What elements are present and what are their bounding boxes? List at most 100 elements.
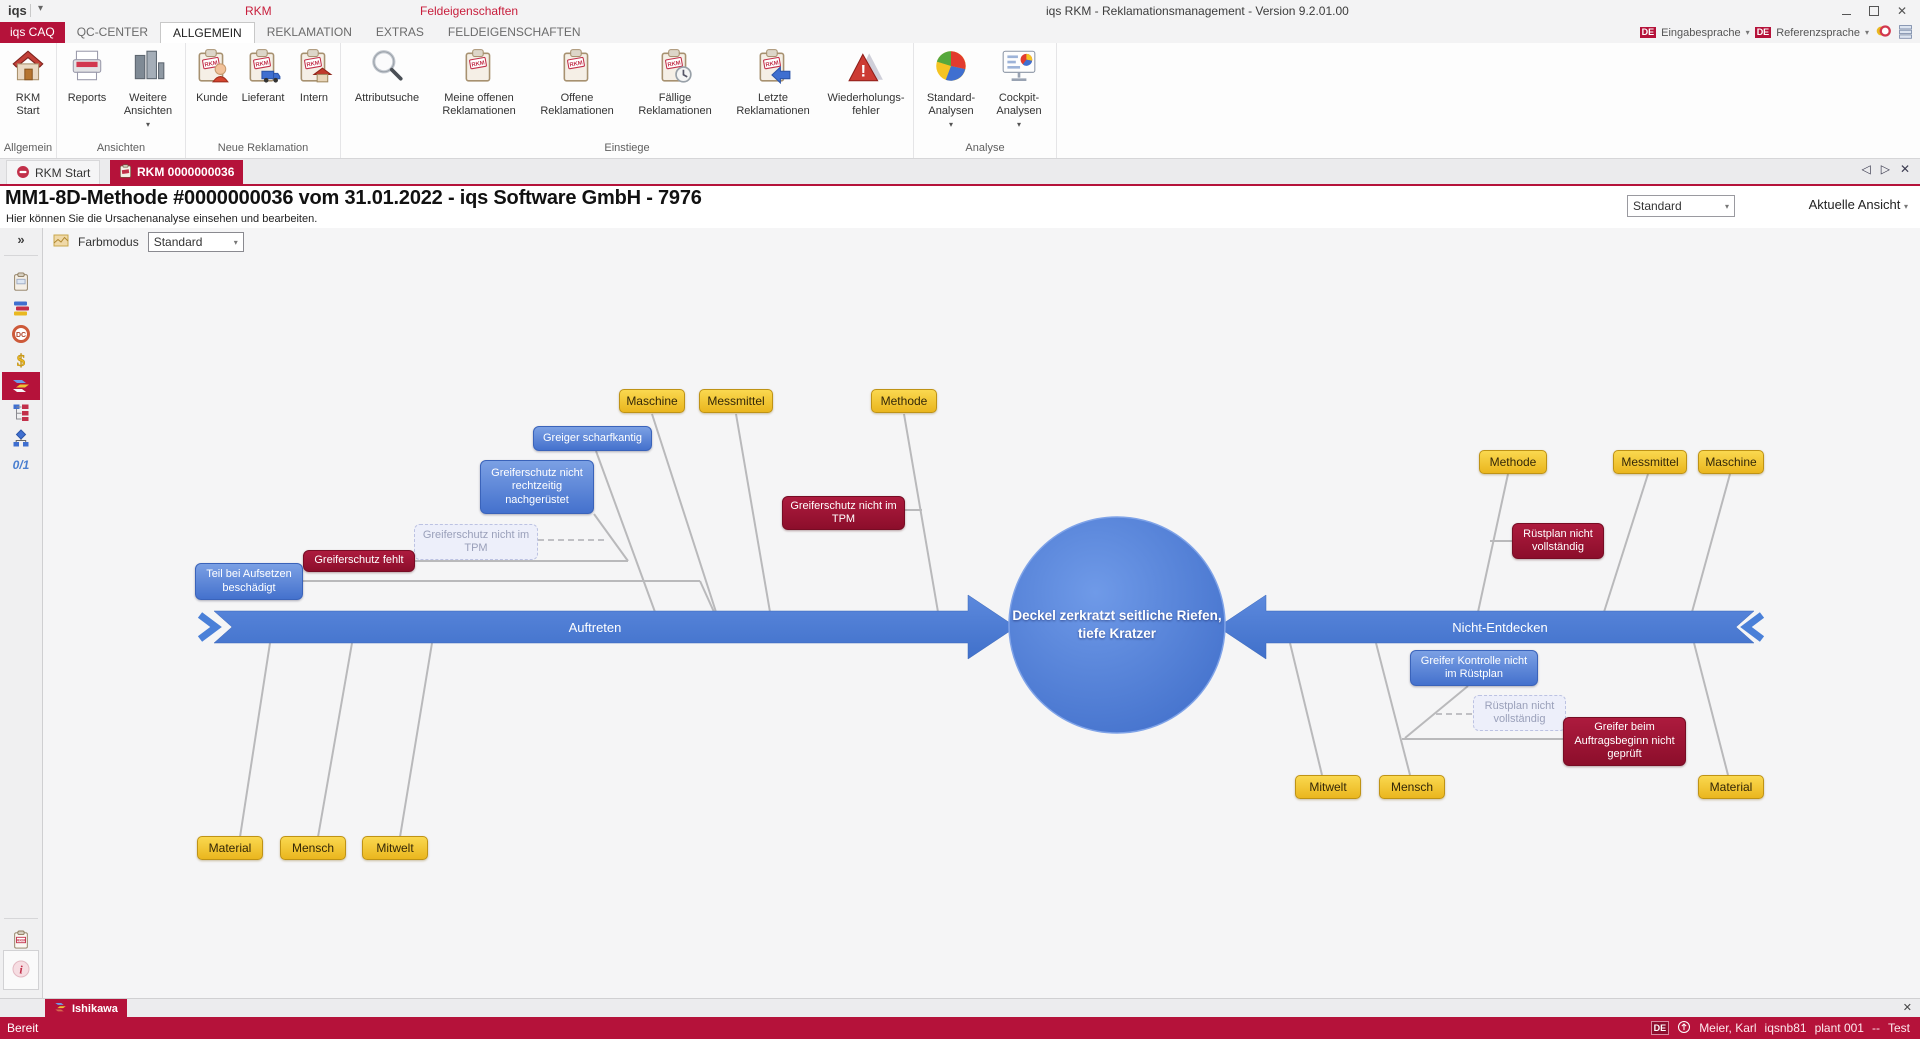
category-label[interactable]: Mitwelt bbox=[1295, 775, 1361, 799]
input-language-selector[interactable]: Eingabesprache bbox=[1661, 26, 1741, 39]
tab-scroll-left-icon[interactable]: ◁ bbox=[1861, 162, 1871, 176]
intern-button[interactable]: Intern bbox=[291, 44, 337, 105]
faellige-reklamationen-button[interactable]: Fällige Reklamationen bbox=[626, 44, 724, 119]
cause-box-confirmed[interactable]: Greiferschutz fehlt bbox=[303, 550, 415, 572]
views-stack-icon[interactable] bbox=[9, 296, 33, 320]
attributsuche-button[interactable]: Attributsuche bbox=[344, 44, 430, 105]
lieferant-button[interactable]: Lieferant bbox=[235, 44, 291, 105]
category-label[interactable]: Mensch bbox=[280, 836, 346, 860]
ishikawa-icon[interactable] bbox=[9, 374, 33, 398]
input-language-badge: DE bbox=[1639, 27, 1657, 38]
wiederholungsfehler-button[interactable]: ! Wiederholungs-fehler bbox=[822, 44, 910, 119]
ribbon-group-neue-reklamation: Kunde Lieferant Intern Neue Reklamation bbox=[186, 43, 341, 158]
document-tab-strip: RKM Start RKM 0000000036 ◁ ▷ ✕ bbox=[0, 158, 1920, 187]
left-sidebar: » DC $ 0/1 RKM i bbox=[0, 228, 43, 998]
sidebar-expander[interactable]: » bbox=[17, 232, 25, 247]
status-ready: Bereit bbox=[7, 1021, 39, 1035]
tab-reklamation[interactable]: REKLAMATION bbox=[266, 25, 352, 39]
cause-box-discarded[interactable]: Rüstplan nicht vollständig bbox=[1473, 695, 1566, 731]
category-label[interactable]: Mitwelt bbox=[362, 836, 428, 860]
rkm-start-button[interactable]: RKM Start bbox=[3, 44, 53, 119]
view-dropdown[interactable]: Standard ▾ bbox=[1627, 195, 1735, 217]
tab-scroll-right-icon[interactable]: ▷ bbox=[1880, 162, 1890, 176]
dc-badge-icon[interactable]: DC bbox=[9, 322, 33, 346]
server-list-icon[interactable] bbox=[1897, 23, 1914, 43]
cockpit-analysen-button[interactable]: Cockpit-Analysen ▾ bbox=[985, 44, 1053, 129]
aktuelle-ansicht-menu[interactable]: Aktuelle Ansicht ▾ bbox=[1808, 197, 1908, 212]
chevron-down-icon: ▾ bbox=[145, 119, 150, 129]
color-mode-dropdown[interactable]: Standard ▾ bbox=[147, 232, 244, 252]
reports-button[interactable]: Reports bbox=[60, 44, 114, 105]
tab-close-icon[interactable]: ✕ bbox=[1899, 162, 1910, 176]
ribbon-group-einstiege: Attributsuche Meine offenen Reklamatione… bbox=[341, 43, 914, 158]
quick-access-chevron-icon[interactable]: ▾ bbox=[38, 3, 44, 14]
maximize-button[interactable] bbox=[1860, 0, 1888, 22]
tab-allgemein[interactable]: ALLGEMEIN bbox=[160, 22, 255, 43]
cause-box[interactable]: Greifer Kontrolle nicht im Rüstplan bbox=[1410, 650, 1538, 686]
meine-offenen-reklamationen-button[interactable]: Meine offenen Reklamationen bbox=[430, 44, 528, 119]
ribbon-tab-row: iqs CAQ QC-CENTER ALLGEMEIN REKLAMATION … bbox=[0, 22, 1920, 43]
category-label[interactable]: Methode bbox=[871, 389, 937, 413]
offene-reklamationen-button[interactable]: Offene Reklamationen bbox=[528, 44, 626, 119]
category-label[interactable]: Material bbox=[197, 836, 263, 860]
problem-node[interactable] bbox=[1008, 516, 1226, 734]
reference-language-selector[interactable]: Referenzsprache bbox=[1776, 26, 1860, 39]
window-titlebar: iqs ▾ RKM Feldeigenschaften iqs RKM - Re… bbox=[0, 0, 1920, 23]
ribbon: RKM Start Allgemein Reports Weitere Ansi bbox=[0, 43, 1920, 159]
weitere-ansichten-button[interactable]: Weitere Ansichten ▾ bbox=[114, 44, 182, 129]
category-label[interactable]: Messmittel bbox=[699, 389, 773, 413]
warning-icon: ! bbox=[847, 47, 885, 89]
context-group-feldeigenschaften: Feldeigenschaften bbox=[420, 4, 519, 18]
chevron-down-icon[interactable]: ▾ bbox=[1864, 28, 1869, 37]
chevron-down-icon: ▾ bbox=[1724, 201, 1729, 211]
kunde-button[interactable]: Kunde bbox=[189, 44, 235, 105]
panel-close-icon[interactable]: ✕ bbox=[1902, 1002, 1912, 1014]
binary-icon[interactable]: 0/1 bbox=[9, 452, 33, 476]
cause-box-confirmed[interactable]: Rüstplan nicht vollständig bbox=[1512, 523, 1604, 559]
chevron-down-icon[interactable]: ▾ bbox=[1745, 28, 1750, 37]
ribbon-group-ansichten: Reports Weitere Ansichten ▾ Ansichten bbox=[57, 43, 186, 158]
tab-feldeigenschaften[interactable]: FELDEIGENSCHAFTEN bbox=[447, 25, 581, 39]
minimize-button[interactable] bbox=[1832, 0, 1860, 22]
category-label[interactable]: Methode bbox=[1479, 450, 1547, 474]
doc-tab-rkm-0000000036[interactable]: RKM 0000000036 bbox=[110, 160, 244, 184]
reference-language-badge: DE bbox=[1754, 27, 1772, 38]
ribbon-group-allgemein: RKM Start Allgemein bbox=[0, 43, 57, 158]
clipboard-icon bbox=[460, 47, 498, 89]
category-label[interactable]: Messmittel bbox=[1613, 450, 1687, 474]
svg-text:!: ! bbox=[861, 62, 867, 81]
svg-text:0/1: 0/1 bbox=[13, 458, 30, 472]
cause-box[interactable]: Teil bei Aufsetzen beschädigt bbox=[195, 563, 303, 600]
tab-ishikawa[interactable]: Ishikawa bbox=[45, 999, 127, 1018]
page-title: MM1-8D-Methode #0000000036 vom 31.01.202… bbox=[5, 187, 702, 209]
divider bbox=[4, 918, 38, 919]
standard-analysen-button[interactable]: Standard-Analysen ▾ bbox=[917, 44, 985, 129]
cause-box-confirmed[interactable]: Greiferschutz nicht im TPM bbox=[782, 496, 905, 530]
cause-box-discarded[interactable]: Greiferschutz nicht im TPM bbox=[414, 524, 538, 560]
clipboard-icon[interactable] bbox=[9, 270, 33, 294]
close-button[interactable]: ✕ bbox=[1896, 4, 1908, 18]
flowchart-icon[interactable] bbox=[9, 426, 33, 450]
cause-box[interactable]: Greiferschutz nicht rechtzeitig nachgerü… bbox=[480, 460, 594, 514]
app-logo[interactable]: iqs bbox=[8, 3, 27, 18]
costs-dollar-icon[interactable]: $ bbox=[9, 348, 33, 372]
category-label[interactable]: Maschine bbox=[1698, 450, 1764, 474]
tab-extras[interactable]: EXTRAS bbox=[375, 25, 424, 39]
tab-qc-center[interactable]: QC-CENTER bbox=[76, 25, 149, 39]
accent-underline bbox=[0, 184, 1920, 187]
rkm-mini-icon[interactable]: RKM bbox=[9, 928, 33, 952]
doc-tab-rkm-start[interactable]: RKM Start bbox=[6, 160, 101, 185]
info-icon[interactable]: i bbox=[9, 957, 33, 981]
context-group-rkm: RKM bbox=[245, 4, 272, 18]
category-label[interactable]: Mensch bbox=[1379, 775, 1445, 799]
category-label[interactable]: Material bbox=[1698, 775, 1764, 799]
status-environment: Test bbox=[1887, 1021, 1910, 1035]
category-label[interactable]: Maschine bbox=[619, 389, 685, 413]
cause-box[interactable]: Greiger scharfkantig bbox=[533, 426, 652, 451]
letzte-reklamationen-button[interactable]: Letzte Reklamationen bbox=[724, 44, 822, 119]
color-circles-icon[interactable] bbox=[1874, 22, 1892, 43]
structure-tree-icon[interactable] bbox=[9, 400, 33, 424]
tab-iqs-caq[interactable]: iqs CAQ bbox=[0, 22, 65, 43]
chevron-down-icon: ▾ bbox=[948, 119, 953, 129]
cause-box-confirmed[interactable]: Greifer beim Auftragsbeginn nicht geprüf… bbox=[1563, 717, 1686, 766]
